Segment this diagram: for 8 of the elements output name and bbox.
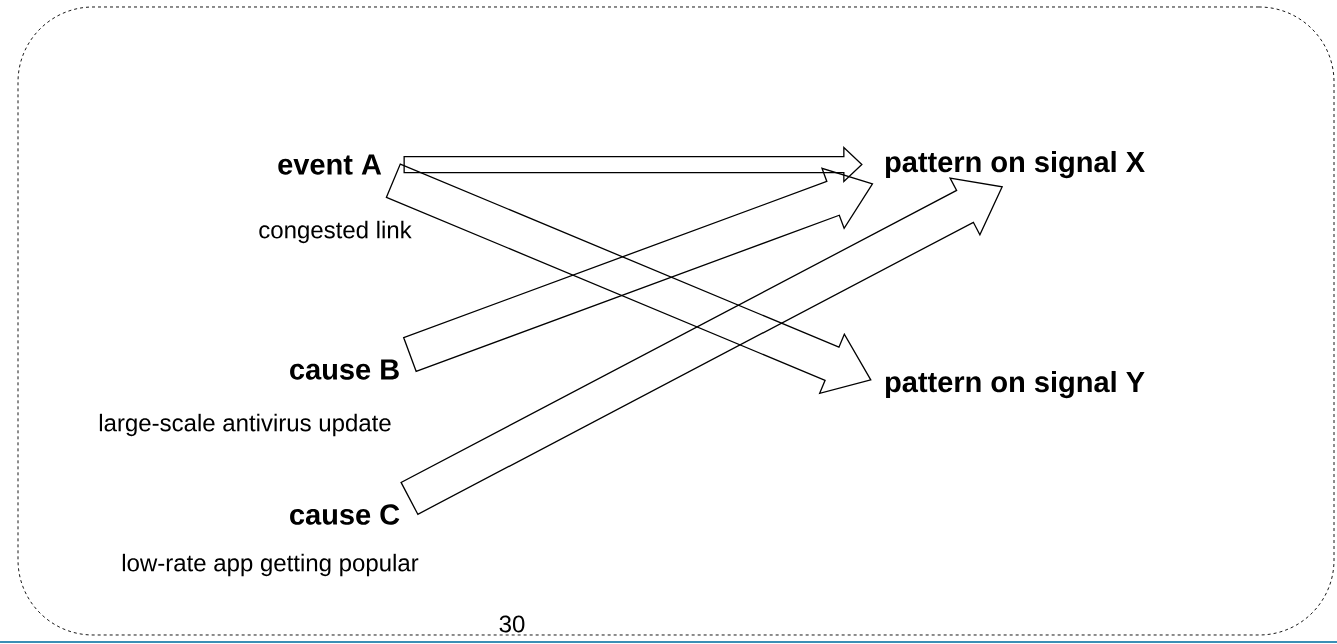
node-text: event A congested link (259, 154, 412, 244)
node-text: cause C low-rate app getting popular (122, 504, 419, 577)
node-text: cause B large-scale antivirus update (99, 359, 399, 437)
block-arrow (403, 146, 863, 184)
node-text: pattern on signal X (885, 150, 1145, 179)
dashed-frame (17, 6, 1335, 636)
page-number: 30 (497, 614, 527, 634)
node-text: pattern on signal Y (885, 370, 1145, 399)
